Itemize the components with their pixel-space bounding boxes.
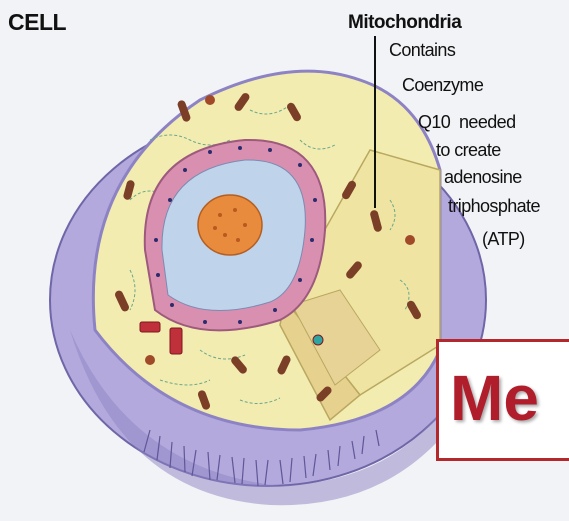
annotation-line: Coenzyme xyxy=(402,75,483,96)
nucleolus xyxy=(198,195,262,255)
nucleus xyxy=(145,140,326,330)
annotation-line: Q10 needed xyxy=(418,112,516,133)
callout-text: Me xyxy=(450,361,539,435)
annotation-line: (ATP) xyxy=(482,229,525,250)
annotation-line: adenosine xyxy=(444,167,522,188)
annotation-line: triphosphate xyxy=(448,196,540,217)
annotation-line: to create xyxy=(436,140,501,161)
mitochondria-label: Mitochondria xyxy=(348,12,461,34)
cell-label: CELL xyxy=(8,9,66,36)
annotation-line: Contains xyxy=(389,40,455,61)
